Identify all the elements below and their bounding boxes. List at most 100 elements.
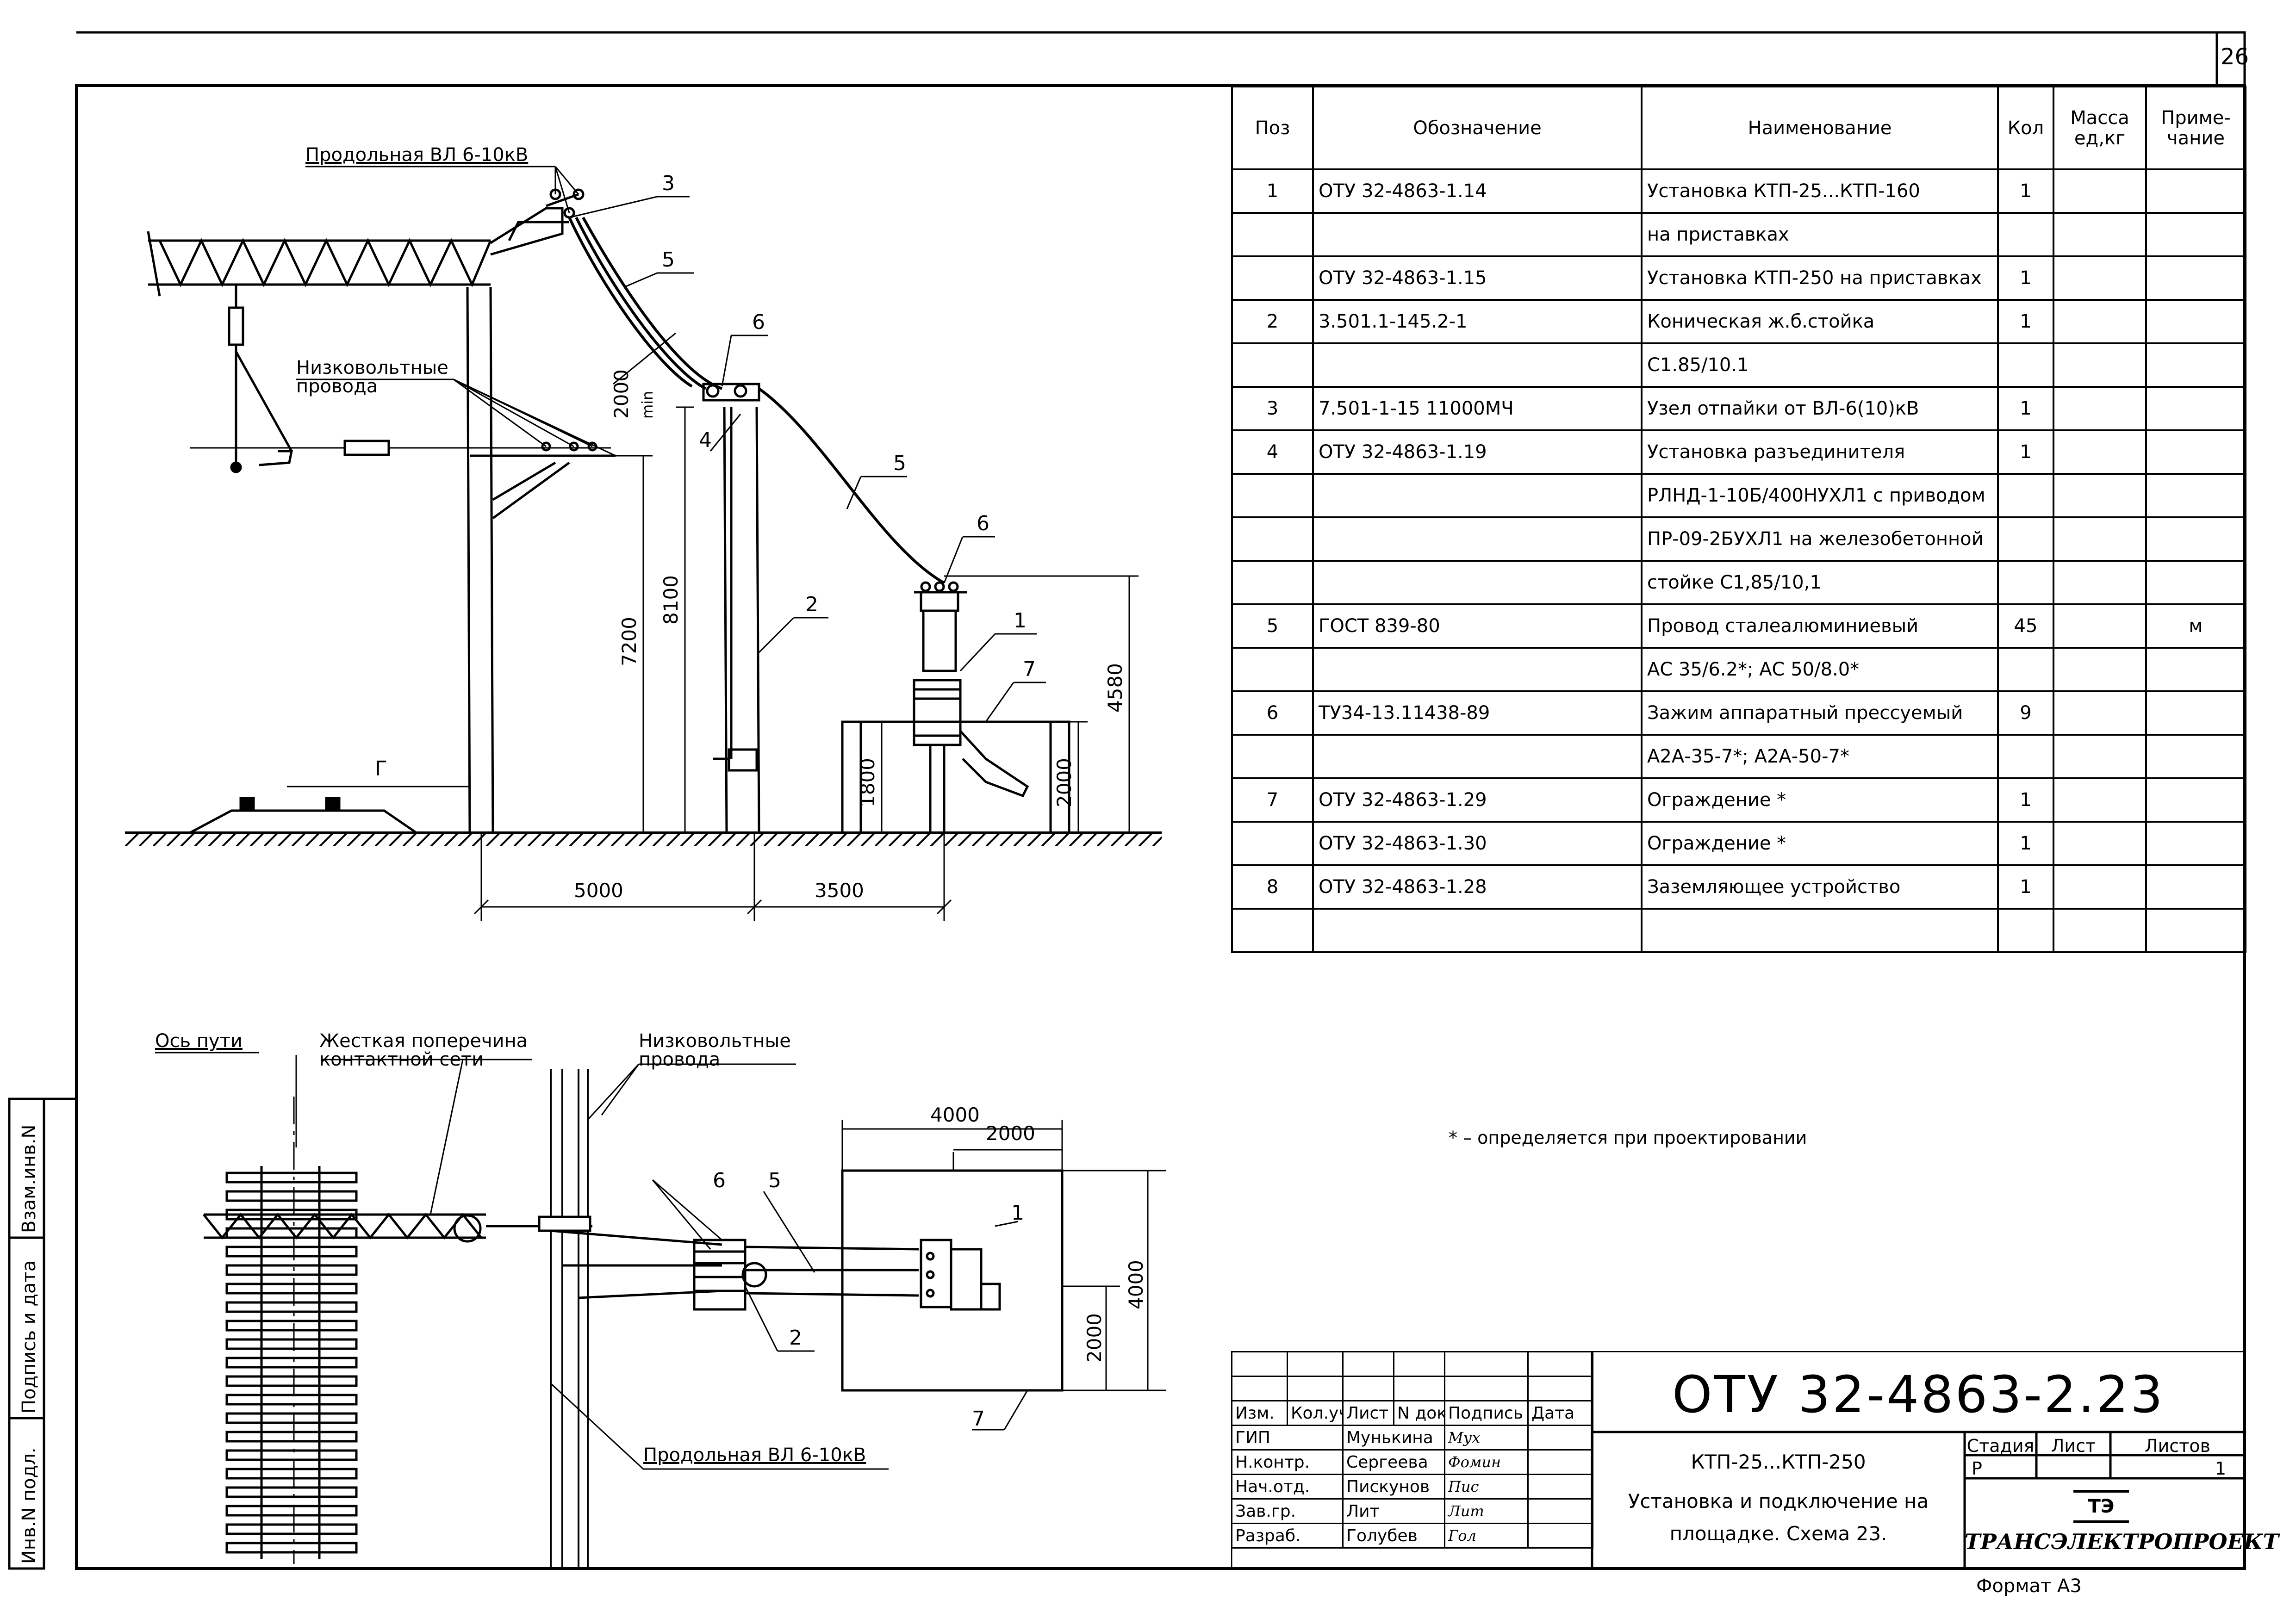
col-podpis: Подпись [1444, 1400, 1529, 1426]
signer-date [1527, 1449, 1593, 1475]
spec-name: Установка КТП-25...КТП-160 [1641, 168, 1999, 214]
spec-header-row: Поз Обозначение Наименование Кол Масса е… [1231, 86, 2246, 170]
spec-qty [1997, 560, 2054, 605]
spec-pos: 7 [1231, 777, 1314, 823]
spec-qty: 1 [1997, 821, 2054, 866]
spec-pos: 2 [1231, 299, 1314, 344]
spec-mass [2053, 212, 2147, 257]
spec-note: м [2145, 603, 2246, 649]
col-list: Лист [1342, 1400, 1394, 1426]
spec-name [1641, 908, 1999, 953]
callout-6-plan: 6 [713, 1169, 726, 1192]
spec-header-note: Приме- чание [2145, 86, 2246, 170]
spec-code: ТУ34-13.11438-89 [1312, 690, 1643, 736]
spec-qty: 45 [1997, 603, 2054, 649]
spec-qty: 1 [1997, 429, 2054, 475]
spec-pos [1231, 212, 1314, 257]
spec-code [1312, 560, 1643, 605]
spec-code: ОТУ 32-4863-1.19 [1312, 429, 1643, 475]
spec-row: ПР-09-2БУХЛ1 на железобетонной [1231, 516, 2246, 562]
title-line-3: площадке. Схема 23. [1669, 1522, 1887, 1545]
spec-name: Установка разъединителя [1641, 429, 1999, 475]
signer-name: Лит [1342, 1498, 1445, 1524]
spec-qty [1997, 647, 2054, 692]
spec-pos [1231, 560, 1314, 605]
spec-pos [1231, 342, 1314, 388]
org-name: ТРАНСЭЛЕКТРОПРОЕКТ [1965, 1529, 2279, 1554]
spec-name: Ограждение * [1641, 821, 1999, 866]
spec-qty: 1 [1997, 864, 2054, 910]
spec-row [1231, 908, 2246, 953]
spec-pos: 3 [1231, 386, 1314, 431]
spec-note [2145, 560, 2246, 605]
spec-code [1312, 516, 1643, 562]
spec-mass [2053, 473, 2147, 518]
spec-code: ОТУ 32-4863-1.29 [1312, 777, 1643, 823]
spec-name: Заземляющее устройство [1641, 864, 1999, 910]
stamp-inv-podl: Инв.N подл. [19, 1447, 40, 1564]
dim-2000-h: 2000 [986, 1122, 1035, 1145]
spec-row: стойке С1,85/10,1 [1231, 560, 2246, 605]
sheet-header: Лист [2051, 1436, 2096, 1456]
signer-signature: Лит [1444, 1498, 1529, 1524]
spec-code [1312, 734, 1643, 779]
spec-pos [1231, 821, 1314, 866]
spec-pos: 5 [1231, 603, 1314, 649]
dim-2000-v: 2000 [1083, 1313, 1106, 1363]
callout-3-elev: 3 [662, 172, 675, 195]
spec-note [2145, 821, 2246, 866]
elevation-dimensions [287, 166, 1139, 921]
callout-1-elev: 1 [1014, 609, 1027, 632]
dim-2000-min: 2000 [610, 369, 633, 419]
spec-row: А2А-35-7*; А2А-50-7* [1231, 734, 2246, 779]
signer-signature: Мух [1444, 1425, 1529, 1451]
elevation-view [125, 188, 1162, 846]
spec-qty [1997, 908, 2054, 953]
spec-mass [2053, 429, 2147, 475]
dim-8100: 8100 [660, 575, 682, 625]
spec-mass [2053, 777, 2147, 823]
spec-pos [1231, 255, 1314, 301]
doc-code: ОТУ 32-4863-2.23 [1672, 1365, 2165, 1424]
spec-code: ОТУ 32-4863-1.28 [1312, 864, 1643, 910]
spec-qty [1997, 734, 2054, 779]
plan-dimensions [155, 1052, 1166, 1470]
spec-name: Коническая ж.б.стойка [1641, 299, 1999, 344]
label-crossbar: Жесткая поперечина контактной сети [319, 1030, 528, 1070]
spec-qty: 9 [1997, 690, 2054, 736]
spec-mass [2053, 908, 2147, 953]
label-track-axis: Ось пути [155, 1030, 243, 1052]
signer-name: Голубев [1342, 1523, 1445, 1549]
dim-3500: 3500 [815, 879, 864, 902]
stamp-podpis-data: Подпись и дата [19, 1260, 40, 1414]
spec-note [2145, 516, 2246, 562]
spec-table: Поз Обозначение Наименование Кол Масса е… [1231, 86, 2246, 953]
spec-note [2145, 255, 2246, 301]
label-low-voltage-elev: Низковольтные провода [296, 357, 448, 397]
spec-note [2145, 168, 2246, 214]
plan-view [203, 1069, 1064, 1569]
col-kol-uch: Кол.уч [1287, 1400, 1344, 1426]
spec-code [1312, 647, 1643, 692]
sheets-header: Листов [2145, 1436, 2210, 1456]
spec-name: А2А-35-7*; А2А-50-7* [1641, 734, 1999, 779]
spec-name: РЛНД-1-10Б/400НУХЛ1 с приводом [1641, 473, 1999, 518]
spec-code: ОТУ 32-4863-1.15 [1312, 255, 1643, 301]
page-number: 26 [2221, 44, 2249, 70]
spec-name: Ограждение * [1641, 777, 1999, 823]
spec-note [2145, 734, 2246, 779]
spec-mass [2053, 560, 2147, 605]
dim-min: min [639, 391, 656, 419]
col-izm: Изм. [1231, 1400, 1288, 1426]
dim-2000-fence: 2000 [1053, 758, 1076, 807]
spec-mass [2053, 516, 2147, 562]
signer-name: Пискунов [1342, 1474, 1445, 1500]
